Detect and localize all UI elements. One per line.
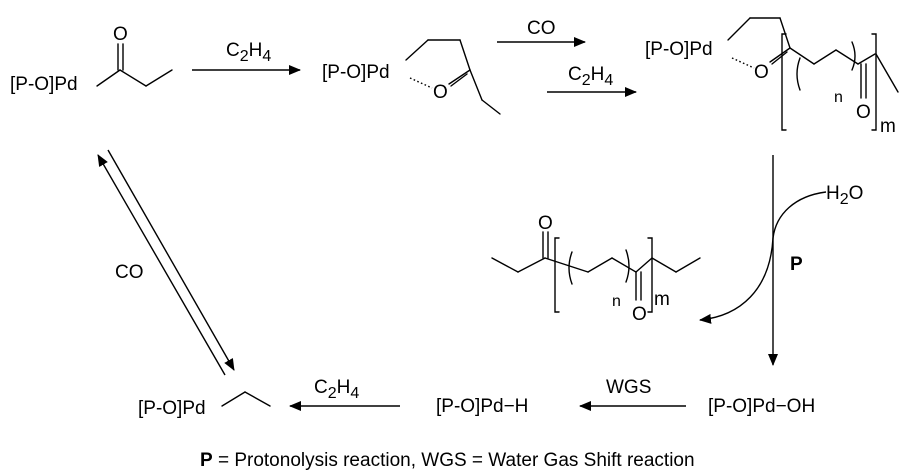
step1-reagent: C2H4 [226,40,271,65]
polyketone-end-bond [875,53,899,93]
ethyl-complex-label: [P-O]Pd [138,398,206,419]
co-reverse-arrow [107,149,235,371]
chelate-complex-label: [P-O]Pd [322,62,390,83]
polyketone-paren-left [796,57,801,91]
water-entry-curve [772,191,827,239]
product-paren-left [568,251,573,285]
step2-bottom-reagent: C2H4 [568,64,613,89]
polyketone-bracket-left [781,33,787,131]
product-bracket-left [554,237,560,313]
product-bond-8 [675,257,701,273]
polyketone-complex: [P-O]Pd O n O m [645,17,899,137]
product-paren-right [625,249,630,283]
chelate-carbonyl-bond-2 [450,73,468,87]
chelate-ethyl-bond-1 [469,69,483,101]
chelate-ethyl-bond-2 [481,99,501,115]
product-bond-1 [491,257,519,273]
polyketone-ring-bond-3 [779,17,791,49]
polyketone-carbonyl-bond-2 [771,51,788,65]
product-bracket-right [647,237,653,313]
chelate-oxygen: O [433,82,448,103]
co-forward-arrow [97,154,226,376]
co-equilibrium-label: CO [115,262,144,283]
ethyl-bond-2 [244,391,271,407]
chelate-coordination-bond [409,77,433,89]
polyketone-product: O n O m [491,213,701,325]
acyl-chain-bond-1 [119,69,147,87]
polyketone-carbonyl-bond-1 [769,47,791,63]
hydroxide-complex: [P-O]Pd−OH [708,396,815,417]
ethyl-bond-1 [221,391,246,407]
acyl-complex-label: [P-O]Pd [10,74,78,95]
polyketone-ring-bond-1 [727,17,751,41]
product-bond-3 [544,257,589,273]
chelate-ring-bond-3 [459,39,471,71]
step1-arrow-group: C2H4 [192,40,301,75]
footnote: P = Protonolysis reaction, WGS = Water G… [200,450,695,471]
product-n-subscript: n [612,293,621,310]
acyl-chain-bond-2 [145,69,173,87]
protonolysis-label: P [790,254,803,275]
polyketone-chelate-oxygen: O [754,62,769,83]
polyketone-chain-bond-4 [857,53,876,65]
product-bond-7 [651,257,677,273]
polyketone-coordination-bond [731,57,755,69]
ethylene-bottom-reagent: C2H4 [314,377,359,402]
polyketone-paren-right [851,41,856,71]
product-bond-2 [517,257,546,273]
wgs-label: WGS [606,377,651,398]
product-m-subscript: m [654,289,670,310]
step2-arrow-group: CO C2H4 [497,18,637,97]
step2-top-reagent: CO [527,18,556,39]
product-bond-5 [611,257,637,273]
wgs-arrow-group: WGS [579,377,686,411]
polyketone-chain-bond-1 [789,47,815,65]
polyketone-bracket-right [871,33,877,131]
product-bond-6 [635,257,653,273]
acyl-complex: [P-O]Pd O [10,24,173,95]
polyketone-chain-bond-2 [813,49,837,65]
water-reagent: H2O [826,183,863,208]
polyketone-n-subscript: n [834,89,843,106]
chelate-ring-bond-1 [405,39,429,61]
product-repeat-oxygen: O [632,304,647,325]
polyketone-repeat-oxygen: O [856,102,871,123]
product-exit-curve [699,237,774,324]
product-oxygen-left: O [538,213,553,234]
polyketone-complex-label: [P-O]Pd [645,39,713,60]
chelate-complex: [P-O]Pd O [322,39,501,115]
protonolysis-arrow-group: H2O P [699,155,863,366]
acyl-oxygen: O [113,24,128,45]
chelate-carbonyl-bond-1 [448,69,471,85]
ethyl-complex: [P-O]Pd [138,391,271,419]
product-bond-4 [587,257,613,273]
ethylene-arrow-group: C2H4 [289,377,400,411]
hydride-complex: [P-O]Pd−H [436,396,528,417]
polyketone-m-subscript: m [880,116,896,137]
acyl-pd-carbon-bond [96,69,121,87]
co-equilibrium-group: CO [97,149,235,376]
